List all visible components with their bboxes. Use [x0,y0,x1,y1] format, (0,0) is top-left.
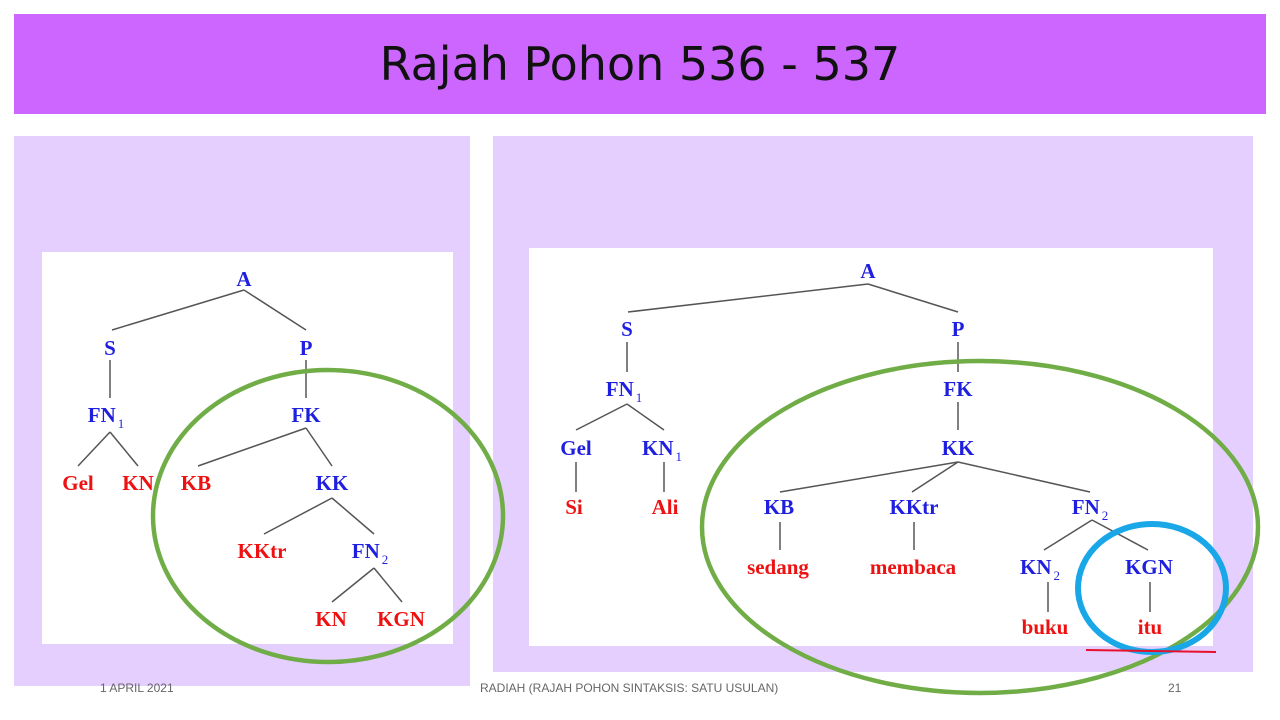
red-underline [1085,649,1217,653]
right-node-KKtr: KKtr [890,495,939,519]
right-node-FK: FK [943,377,973,401]
right-node-KB: KB [764,495,794,519]
left-node-P: P [300,336,313,360]
title-bar: Rajah Pohon 536 - 537 [14,14,1266,114]
right-node-P: P [952,317,965,341]
right-green-highlight-ellipse [699,358,1261,696]
left-node-FK: FK [291,403,321,427]
left-node-KB: KB [181,471,211,495]
right-node-Gel: Gel [560,436,592,460]
right-tree-edges [575,283,1151,612]
right-node-Si: Si [565,495,583,519]
right-node-itu: itu [1138,615,1163,639]
footer-page-number: 21 [1168,681,1182,695]
footer-date: 1 APRIL 2021 [100,681,174,695]
right-node-S: S [621,317,633,341]
left-node-KKtr: KKtr [238,539,287,563]
left-node-A: A [236,267,252,291]
left-node-Gel: Gel [62,471,94,495]
left-tree-edges [77,289,403,603]
left-green-highlight-ellipse [150,367,506,665]
right-tree-image [529,248,1213,646]
right-node-A: A [860,259,876,283]
right-node-sedang: sedang [747,555,809,579]
footer-center: RADIAH (RAJAH POHON SINTAKSIS: SATU USUL… [480,681,779,695]
left-node-KN-leaf: KN [315,607,347,631]
right-node-KK: KK [942,436,975,460]
right-node-Ali: Ali [652,495,679,519]
right-node-KGN: KGN [1125,555,1173,579]
left-node-KK: KK [316,471,349,495]
left-node-KGN: KGN [377,607,425,631]
right-node-membaca: membaca [870,555,957,579]
right-node-buku: buku [1022,615,1069,639]
left-node-KN: KN [122,471,154,495]
slide-title: Rajah Pohon 536 - 537 [379,37,901,91]
left-node-S: S [104,336,116,360]
